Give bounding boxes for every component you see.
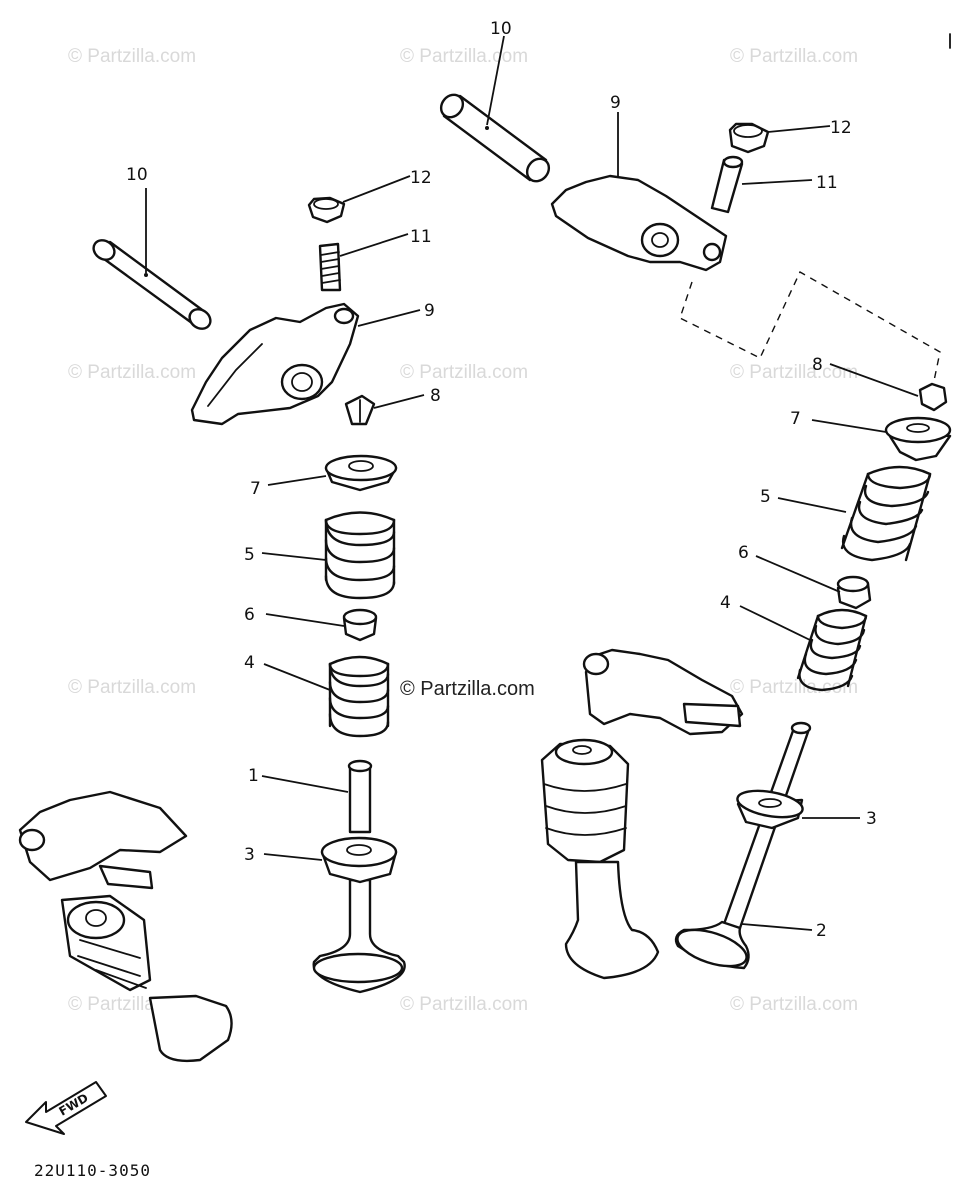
callout-12: 12 bbox=[410, 168, 432, 188]
callout-7: 7 bbox=[790, 409, 801, 429]
adjusting-screw-right[interactable] bbox=[710, 155, 744, 214]
callout-4: 4 bbox=[244, 653, 255, 673]
valve-stem-seal-left[interactable] bbox=[320, 836, 398, 884]
callout-7: 7 bbox=[250, 479, 261, 499]
valve-cotter-right[interactable] bbox=[918, 382, 948, 412]
callout-5: 5 bbox=[760, 487, 771, 507]
watermark: © Partzilla.com bbox=[68, 677, 196, 698]
callout-12: 12 bbox=[830, 118, 852, 138]
callout-6: 6 bbox=[738, 543, 749, 563]
watermark: © Partzilla.com bbox=[730, 677, 858, 698]
assembled-valve-left bbox=[60, 894, 233, 1063]
watermark: © Partzilla.com bbox=[730, 994, 858, 1015]
watermarks: © Partzilla.com © Partzilla.com © Partzi… bbox=[68, 46, 858, 1015]
assembled-valve-center bbox=[540, 738, 660, 980]
forward-direction-arrow: FWD bbox=[25, 1081, 107, 1135]
watermark: © Partzilla.com bbox=[68, 362, 196, 383]
inner-valve-spring-left[interactable] bbox=[328, 655, 390, 738]
diagram-code: 22U110-3050 bbox=[34, 1161, 151, 1180]
assembled-rocker-center bbox=[582, 648, 744, 736]
valve-stem-seal-right[interactable] bbox=[735, 786, 804, 830]
callout-10: 10 bbox=[126, 165, 148, 185]
callout-8: 8 bbox=[430, 386, 441, 406]
callout-11: 11 bbox=[816, 173, 838, 193]
callout-11: 11 bbox=[410, 227, 432, 247]
callout-5: 5 bbox=[244, 545, 255, 565]
watermark: © Partzilla.com bbox=[730, 362, 858, 383]
callout-2: 2 bbox=[816, 921, 827, 941]
outer-valve-spring-left[interactable] bbox=[324, 511, 396, 600]
spring-retainer-left[interactable] bbox=[324, 454, 398, 492]
watermark: © Partzilla.com bbox=[400, 46, 528, 67]
adjusting-screw-left[interactable] bbox=[318, 242, 342, 292]
intake-valve[interactable] bbox=[312, 759, 406, 994]
watermark-main: © Partzilla.com bbox=[400, 678, 535, 700]
watermark: © Partzilla.com bbox=[400, 362, 528, 383]
callout-6: 6 bbox=[244, 605, 255, 625]
locknut-left[interactable] bbox=[307, 196, 346, 224]
assembly-dashed-guide bbox=[679, 271, 941, 401]
inner-valve-spring-right[interactable] bbox=[796, 608, 868, 692]
rocker-arm-right[interactable] bbox=[550, 174, 728, 272]
spring-retainer-right[interactable] bbox=[884, 416, 952, 462]
callout-8: 8 bbox=[812, 355, 823, 375]
valve-cotter-left[interactable] bbox=[344, 394, 376, 426]
callout-9: 9 bbox=[610, 93, 621, 113]
rocker-arm-left[interactable] bbox=[190, 302, 360, 426]
spring-seat-left[interactable] bbox=[342, 608, 378, 642]
callout-1: 1 bbox=[248, 766, 259, 786]
outer-valve-spring-right[interactable] bbox=[840, 465, 932, 562]
rocker-shaft-left[interactable] bbox=[90, 236, 214, 332]
locknut-right[interactable] bbox=[728, 122, 770, 154]
callout-9: 9 bbox=[424, 301, 435, 321]
callout-3: 3 bbox=[866, 809, 877, 829]
watermark: © Partzilla.com bbox=[400, 994, 528, 1015]
spring-seat-right[interactable] bbox=[836, 575, 872, 610]
callout-3: 3 bbox=[244, 845, 255, 865]
watermark: © Partzilla.com bbox=[68, 46, 196, 67]
callout-4: 4 bbox=[720, 593, 731, 613]
watermark: © Partzilla.com bbox=[730, 46, 858, 67]
assembled-rocker-left bbox=[18, 790, 188, 890]
exhaust-valve[interactable] bbox=[673, 721, 812, 973]
callout-10: 10 bbox=[490, 19, 512, 39]
rocker-shaft-right[interactable] bbox=[437, 90, 554, 185]
